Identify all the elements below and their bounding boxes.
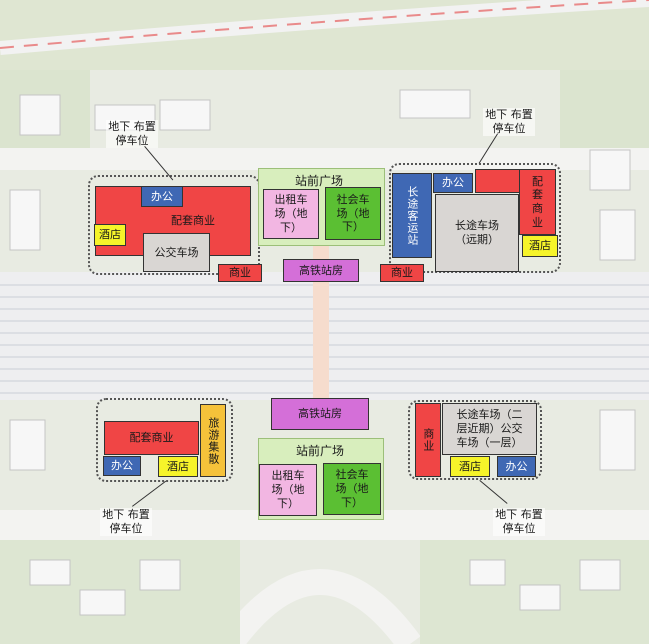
- se-commercial: 商业: [415, 403, 441, 477]
- zone-northeast: [389, 163, 561, 273]
- se-hotel: 酒店: [450, 456, 490, 477]
- sw-underground-parking-label: 地下 布置停车位: [100, 508, 152, 536]
- sw-tourism-hub: 旅游集散: [200, 404, 226, 477]
- north-plaza-title: 站前广场: [295, 174, 344, 188]
- north-commercial-east: 商业: [380, 264, 424, 282]
- ne-long-distance-lot-future: 长途车场（远期）: [435, 194, 519, 272]
- ne-underground-parking-label: 地下 布置停车位: [483, 108, 535, 136]
- south-hsr-station: 高铁站房: [271, 398, 369, 430]
- north-taxi-lot: 出租车场（地下）: [263, 189, 319, 239]
- south-social-parking: 社会车场（地下）: [323, 463, 381, 515]
- se-office: 办公: [497, 456, 536, 477]
- south-plaza-title: 站前广场: [296, 444, 345, 458]
- nw-underground-parking-label: 地下 布置停车位: [106, 120, 158, 148]
- north-hsr-station: 高铁站房: [283, 259, 359, 282]
- nw-office: 办公: [141, 186, 183, 207]
- sw-hotel: 酒店: [158, 456, 198, 477]
- north-social-parking: 社会车场（地下）: [325, 187, 381, 240]
- sw-office: 办公: [103, 456, 141, 476]
- ne-office: 办公: [433, 173, 473, 193]
- nw-bus-station: 公交车场: [143, 233, 210, 272]
- se-long-distance-bus-combo: 长途车场（二层近期）公交车场（一层）: [442, 403, 537, 455]
- ne-supporting-commercial: 配套商业: [519, 169, 556, 235]
- sw-supporting-commercial: 配套商业: [104, 421, 199, 455]
- ne-long-distance-station: 长途客运站: [392, 173, 432, 258]
- north-commercial-west: 商业: [218, 264, 262, 282]
- south-taxi-lot: 出租车场（地下）: [259, 464, 317, 516]
- nw-hotel: 酒店: [94, 224, 126, 246]
- zone-southeast: [408, 400, 542, 480]
- se-underground-parking-label: 地下 布置停车位: [493, 508, 545, 536]
- ne-hotel: 酒店: [522, 235, 558, 257]
